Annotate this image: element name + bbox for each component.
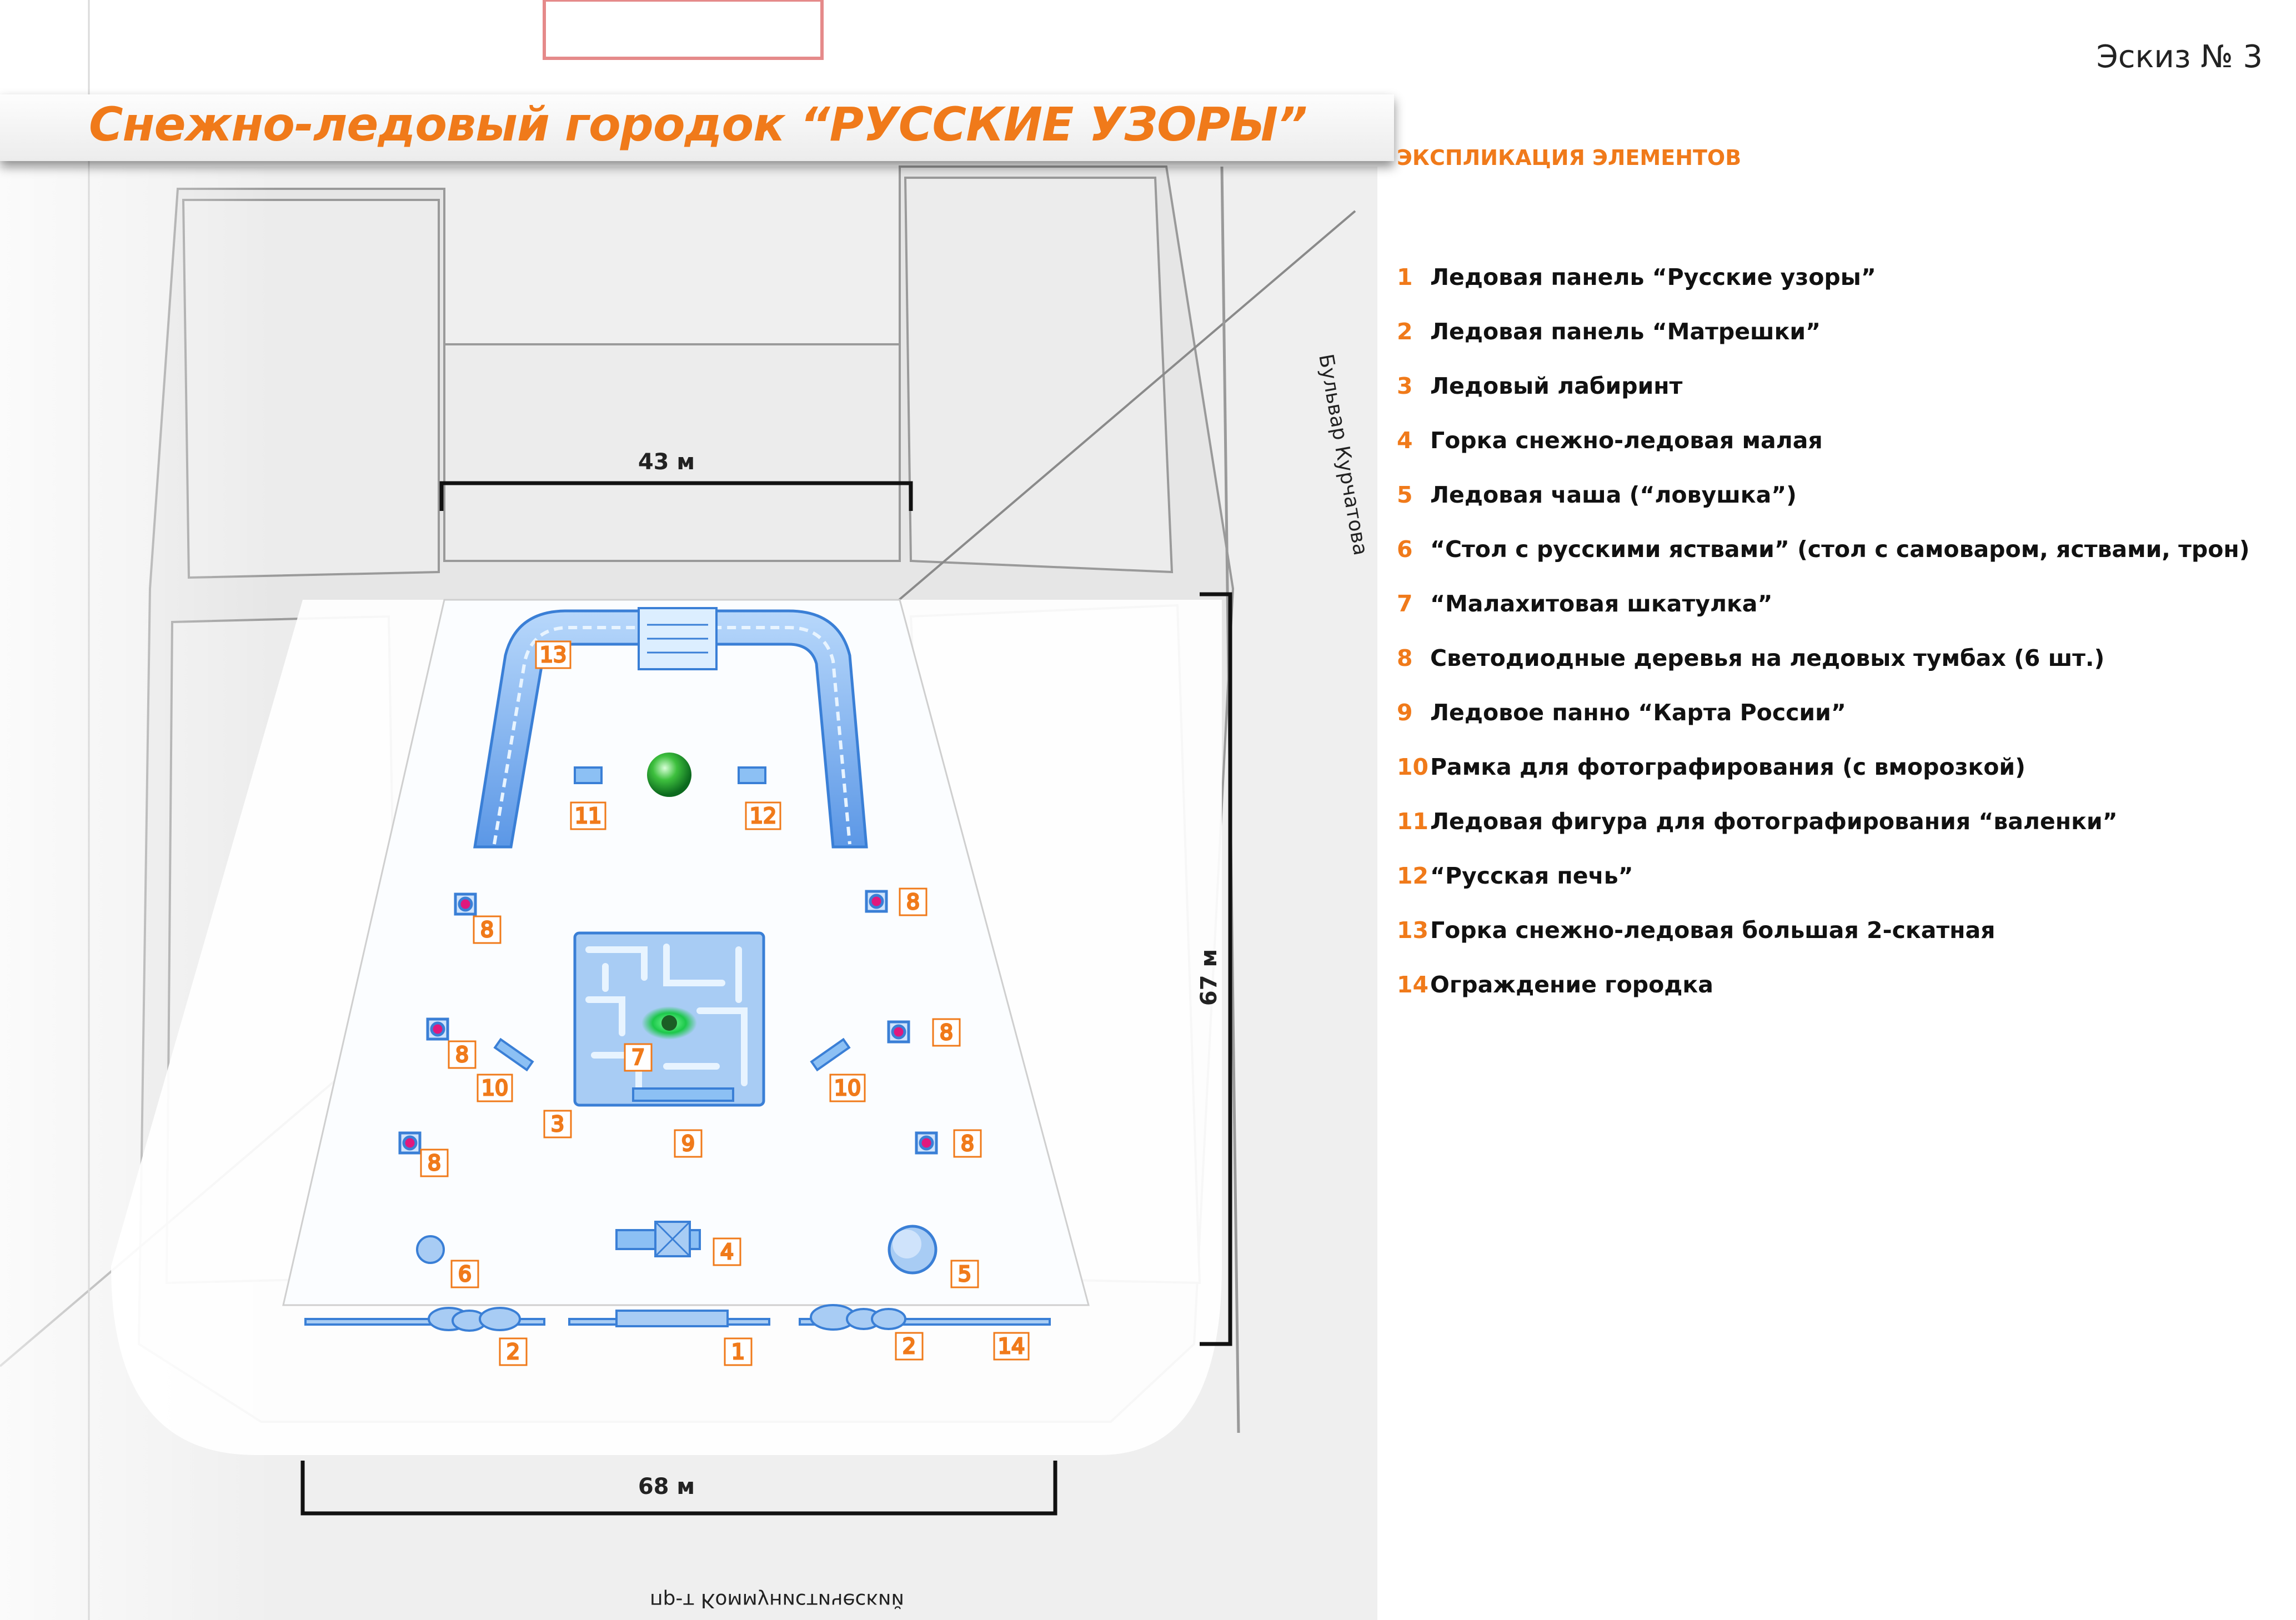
legend-text: Рамка для фотографирования (с вморозкой): [1430, 754, 2026, 780]
legend-text: Горка снежно-ледовая большая 2-скатная: [1430, 917, 1996, 944]
sketch-number: Эскиз № 3: [2096, 39, 2263, 75]
marker-9: 9: [681, 1131, 695, 1156]
marker-3: 3: [551, 1112, 564, 1136]
marker-14: 14: [998, 1334, 1025, 1358]
legend-item-1: 1 Ледовая панель “Русские узоры”: [1397, 250, 2250, 304]
marker-13: 13: [540, 643, 567, 667]
legend-num: 9: [1397, 699, 1413, 726]
legend-num: 6: [1397, 536, 1413, 563]
street-label-bottom: пр-т Коммунистический: [650, 1589, 904, 1612]
marker-10-left: 10: [482, 1076, 508, 1100]
legend-heading: ЭКСПЛИКАЦИЯ ЭЛЕМЕНТОВ: [1397, 146, 1742, 170]
marker-7: 7: [631, 1045, 645, 1070]
legend-text: “Русская печь”: [1430, 862, 1633, 889]
led-trees-8: [398, 890, 938, 1155]
russian-stove-12: [738, 766, 766, 784]
dimension-side: 67 м: [1196, 592, 1232, 1346]
marker-11: 11: [575, 804, 601, 828]
big-slide-13: [473, 607, 868, 849]
legend-num: 3: [1397, 373, 1413, 399]
legend-item-12: 12“Русская печь”: [1397, 849, 2250, 903]
dimension-bottom: 68 м: [300, 1461, 1057, 1516]
marker-4: 4: [720, 1240, 734, 1264]
legend-num: 12: [1397, 862, 1429, 889]
legend-num: 4: [1397, 427, 1413, 454]
green-sphere: [647, 753, 691, 797]
page-title: Снежно-ледовый городок “РУССКИЕ УЗОРЫ”: [89, 97, 1307, 152]
ice-bowl-5-inner: [893, 1230, 921, 1258]
legend-num: 11: [1397, 808, 1429, 835]
marker-8-b: 8: [906, 890, 920, 914]
legend-item-2: 2 Ледовая панель “Матрешки”: [1397, 304, 2250, 359]
title-bar: [0, 94, 1394, 161]
legend-item-4: 4 Горка снежно-ледовая малая: [1397, 413, 2250, 468]
legend-text: Ледовое панно “Карта России”: [1430, 699, 1846, 726]
legend-text: Ледовая панель “Русские узоры”: [1430, 264, 1876, 290]
marker-8-e: 8: [428, 1151, 441, 1175]
small-slide-4: [615, 1221, 701, 1257]
legend-text: Ледовая панель “Матрешки”: [1430, 318, 1821, 345]
marker-1: 1: [731, 1340, 745, 1364]
photo-frame-10-right: [810, 1037, 851, 1072]
legend-text: Ледовый лабиринт: [1430, 373, 1683, 399]
legend-item-6: 6 “Стол с русскими яствами” (стол с самов…: [1397, 522, 2250, 576]
legend-num: 10: [1397, 754, 1429, 780]
table-6: [416, 1235, 445, 1264]
legend-item-8: 8 Светодиодные деревья на ледовых тумбах …: [1397, 631, 2250, 685]
fence-14: [304, 1304, 1051, 1332]
marker-5: 5: [958, 1262, 971, 1286]
svg-text:68 м: 68 м: [638, 1474, 695, 1499]
legend-num: 14: [1397, 971, 1429, 998]
svg-text:43 м: 43 м: [638, 449, 695, 475]
legend-text: “Стол с русскими яствами” (стол с самова…: [1430, 536, 2250, 563]
legend-text: Светодиодные деревья на ледовых тумбах (…: [1430, 645, 2105, 671]
dimension-top: 43 м: [439, 449, 913, 511]
legend-item-7: 7 “Малахитовая шкатулка”: [1397, 576, 2250, 631]
marker-8-c: 8: [455, 1042, 469, 1067]
legend-text: Ледовая фигура для фотографирования “вал…: [1430, 808, 2118, 835]
number-markers: 1 2 2 3 4 5 6 7 8 8 8 8 8 8 9 10 10 11 1…: [420, 640, 1030, 1366]
marker-12: 12: [750, 804, 776, 828]
legend-item-9: 9 Ледовое панно “Карта России”: [1397, 685, 2250, 740]
marker-8-f: 8: [961, 1131, 974, 1156]
marker-8-d: 8: [940, 1020, 953, 1045]
legend-text: Горка снежно-ледовая малая: [1430, 427, 1823, 454]
legend-num: 5: [1397, 482, 1413, 508]
marker-8-a: 8: [480, 917, 494, 942]
marker-2-right: 2: [903, 1334, 916, 1358]
svg-text:67 м: 67 м: [1196, 949, 1222, 1006]
legend-num: 13: [1397, 917, 1429, 944]
marker-10-right: 10: [834, 1076, 861, 1100]
marker-2-left: 2: [507, 1340, 520, 1364]
valenki-figure-11: [574, 766, 603, 784]
legend-item-5: 5 Ледовая чаша (“ловушка”): [1397, 468, 2250, 522]
legend-num: 8: [1397, 645, 1413, 671]
legend-text: Ограждение городка: [1430, 971, 1713, 998]
legend-num: 7: [1397, 590, 1413, 617]
marker-6: 6: [458, 1262, 472, 1286]
legend-text: Ледовая чаша (“ловушка”): [1430, 482, 1797, 508]
malachite-box-center: [661, 1015, 677, 1031]
photo-frame-10-left: [493, 1037, 534, 1072]
legend-num: 1: [1397, 264, 1413, 290]
legend-item-3: 3 Ледовый лабиринт: [1397, 359, 2250, 413]
legend-text: “Малахитовая шкатулка”: [1430, 590, 1773, 617]
legend-num: 2: [1397, 318, 1413, 345]
